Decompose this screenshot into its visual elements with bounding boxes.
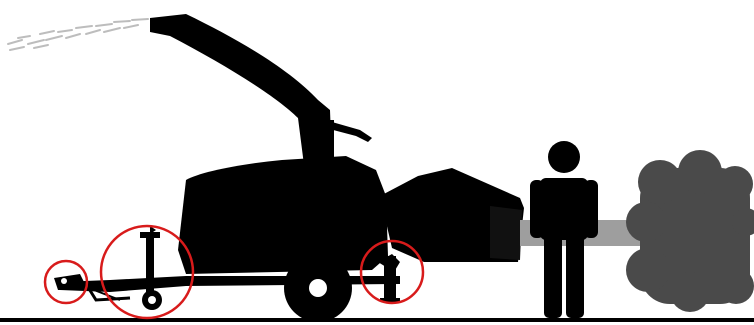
hopper-mouth	[490, 206, 522, 260]
ground-line	[0, 318, 754, 322]
infeed-hopper-icon	[380, 168, 524, 262]
highlight-rear-stand	[359, 239, 425, 305]
person-icon	[530, 141, 598, 318]
rear-stand-icon	[378, 254, 400, 302]
foliage-icon	[626, 150, 754, 312]
highlight-circles	[43, 224, 425, 320]
highlight-jockey-wheel	[99, 224, 195, 320]
jockey-wheel-icon	[140, 226, 162, 310]
discharge-chute-icon	[150, 14, 332, 165]
highlight-tow-hitch	[43, 259, 89, 305]
main-wheel-icon	[284, 254, 352, 322]
tow-hitch-icon	[54, 274, 84, 290]
chute-neck	[318, 120, 334, 168]
chip-spray-icon	[7, 18, 149, 51]
chipper-body	[178, 156, 388, 274]
